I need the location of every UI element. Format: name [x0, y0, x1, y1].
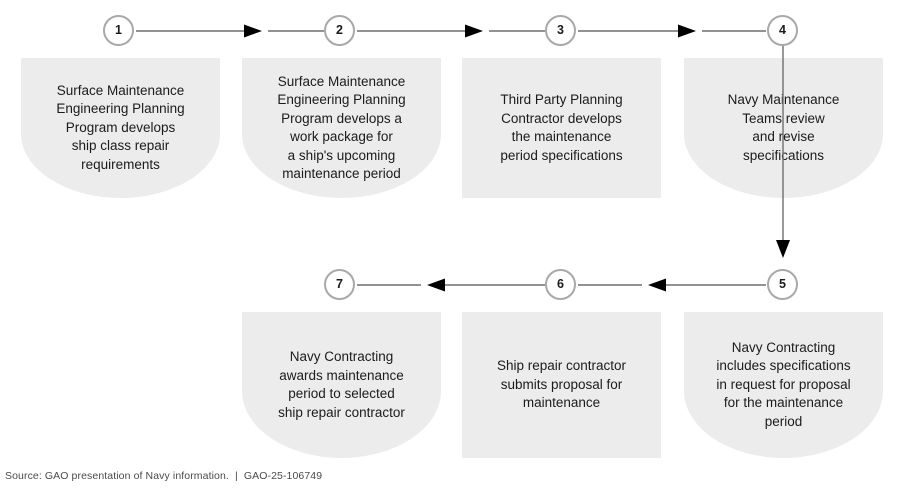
step-text-3: Third Party Planning Contractor develops… — [500, 92, 623, 163]
step-text-1: Surface Maintenance Engineering Planning… — [56, 82, 185, 172]
step-circle-3[interactable]: 3 — [545, 15, 576, 46]
step-text-7: Navy Contracting awards maintenance peri… — [278, 349, 405, 420]
step-number-3: 3 — [557, 23, 564, 38]
step-text-2: Surface Maintenance Engineering Planning… — [277, 73, 406, 182]
arrow-4-to-5 — [775, 44, 791, 260]
step-circle-2[interactable]: 2 — [324, 15, 355, 46]
step-circle-7[interactable]: 7 — [324, 269, 355, 300]
step-number-6: 6 — [557, 277, 564, 292]
step-circle-4[interactable]: 4 — [767, 15, 798, 46]
step-circle-5[interactable]: 5 — [767, 269, 798, 300]
arrow-6-to-7 — [357, 278, 547, 292]
step-circle-1[interactable]: 1 — [103, 15, 134, 46]
step-number-1: 1 — [115, 23, 122, 38]
step-number-4: 4 — [779, 23, 786, 38]
step-circle-6[interactable]: 6 — [545, 269, 576, 300]
step-box-5[interactable]: Navy Contracting includes specifications… — [684, 312, 883, 458]
source-note: Source: GAO presentation of Navy informa… — [5, 470, 323, 482]
arrow-2-to-3 — [357, 24, 547, 38]
step-number-7: 7 — [336, 277, 343, 292]
arrow-3-to-4 — [578, 24, 768, 38]
arrow-5-to-6 — [578, 278, 768, 292]
step-box-3[interactable]: Third Party Planning Contractor develops… — [462, 58, 661, 198]
step-text-6: Ship repair contractor submits proposal … — [496, 358, 627, 411]
step-number-5: 5 — [779, 277, 786, 292]
step-text-5: Navy Contracting includes specifications… — [716, 339, 851, 429]
step-box-1[interactable]: Surface Maintenance Engineering Planning… — [21, 58, 220, 198]
step-box-6[interactable]: Ship repair contractor submits proposal … — [462, 312, 661, 458]
step-box-7[interactable]: Navy Contracting awards maintenance peri… — [242, 312, 441, 458]
step-box-2[interactable]: Surface Maintenance Engineering Planning… — [242, 58, 441, 198]
step-number-2: 2 — [336, 23, 343, 38]
arrow-1-to-2 — [136, 24, 326, 38]
